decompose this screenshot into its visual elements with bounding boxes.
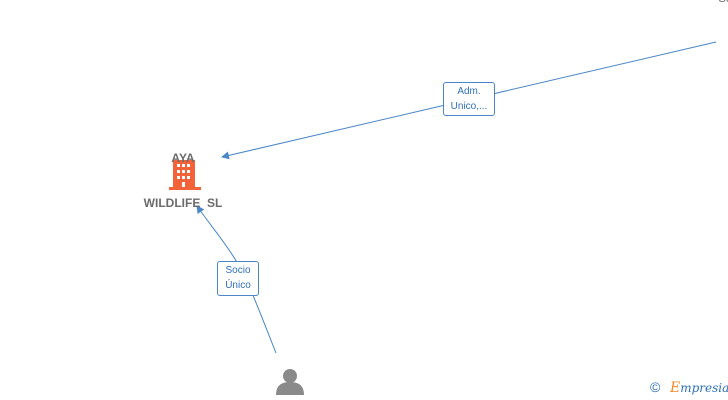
offscreen-node-label: So bbox=[719, 0, 728, 5]
edge-label-line1: Socio bbox=[225, 265, 251, 276]
company-name-line1: AYA bbox=[171, 151, 195, 165]
brand-logo-rest: mpresia bbox=[680, 381, 728, 395]
company-name-line2: WILDLIFE SL bbox=[143, 196, 223, 210]
edge-label-adm-unico: Adm. Unico,... bbox=[443, 82, 495, 116]
brand-logo-initial: E bbox=[670, 380, 681, 396]
edge-label-line2: Único bbox=[225, 280, 251, 291]
edge-label-line2: Unico,... bbox=[450, 101, 488, 112]
company-name[interactable]: AYA WILDLIFE SL bbox=[128, 121, 238, 226]
company-building-icon[interactable] bbox=[169, 160, 201, 190]
edge-label-socio-unico: Socio Único bbox=[217, 261, 259, 296]
edge-label-line1: Adm. bbox=[457, 86, 481, 97]
brand-logo: Empresia bbox=[670, 380, 728, 396]
copyright-icon: © bbox=[650, 379, 661, 395]
person-icon[interactable] bbox=[276, 369, 304, 395]
